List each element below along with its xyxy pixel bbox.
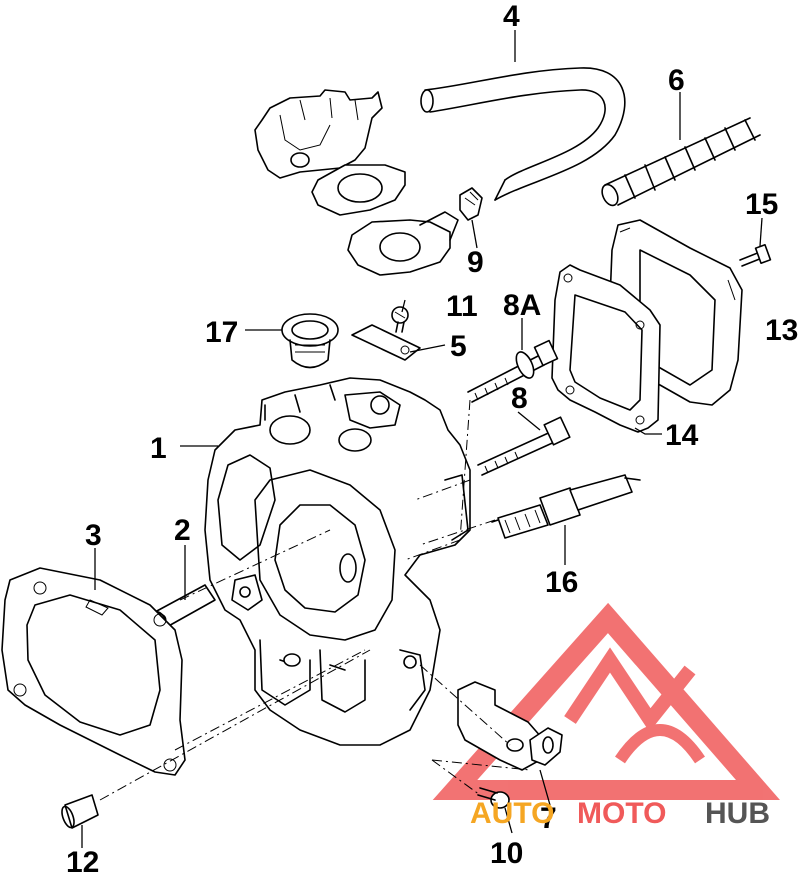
callout-8A: 8A	[503, 289, 541, 322]
hose-clip-part-9	[459, 187, 483, 221]
screw-part-11	[391, 306, 409, 333]
callout-9: 9	[467, 246, 484, 279]
callout-1: 1	[150, 432, 167, 465]
elbow-fitting	[347, 211, 459, 276]
bolt-part-10	[477, 787, 510, 809]
hose-part-4	[420, 67, 626, 201]
callout-7: 7	[540, 802, 557, 835]
callout-12: 12	[66, 846, 99, 873]
bolt-part-8A	[467, 339, 559, 403]
thermostat-part-17	[281, 313, 339, 369]
cylinder-head-part-1	[204, 377, 471, 746]
watermark-text: AUTO MOTO HUB	[470, 797, 770, 830]
callout-3: 3	[85, 519, 102, 552]
callout-17: 17	[205, 316, 238, 349]
spark-plug-part-16	[491, 474, 641, 539]
callout-labels: 1 2 3 4 5 6 7 8 8A 9 10 11 12 13 14 15 1…	[66, 0, 798, 873]
callout-6: 6	[668, 64, 685, 97]
head-gasket-part-3	[1, 567, 186, 776]
spring-part-6	[601, 117, 761, 207]
callout-13: 13	[765, 314, 798, 347]
gasket-part-14	[551, 264, 661, 433]
bracket-part-7	[457, 681, 563, 771]
watermark-hub: HUB	[705, 797, 770, 830]
callout-15: 15	[745, 188, 778, 221]
callout-5: 5	[450, 330, 467, 363]
watermark-moto: MOTO	[577, 797, 666, 830]
watermark-auto: AUTO	[470, 797, 554, 830]
callout-10: 10	[490, 837, 523, 870]
callout-8: 8	[511, 382, 528, 415]
bolt-part-15	[739, 243, 772, 267]
thermostat-housing	[254, 89, 406, 216]
callout-16: 16	[545, 566, 578, 599]
callout-14: 14	[665, 419, 699, 452]
watermark-logo	[432, 602, 780, 800]
callout-4: 4	[503, 0, 520, 33]
bolt-part-8	[477, 416, 571, 476]
callout-11: 11	[446, 290, 478, 323]
leader-lines	[81, 30, 763, 848]
assembly-lines	[99, 399, 531, 801]
plate-part-5	[351, 324, 421, 361]
callout-2: 2	[174, 514, 191, 547]
dowel-part-12	[61, 794, 99, 829]
